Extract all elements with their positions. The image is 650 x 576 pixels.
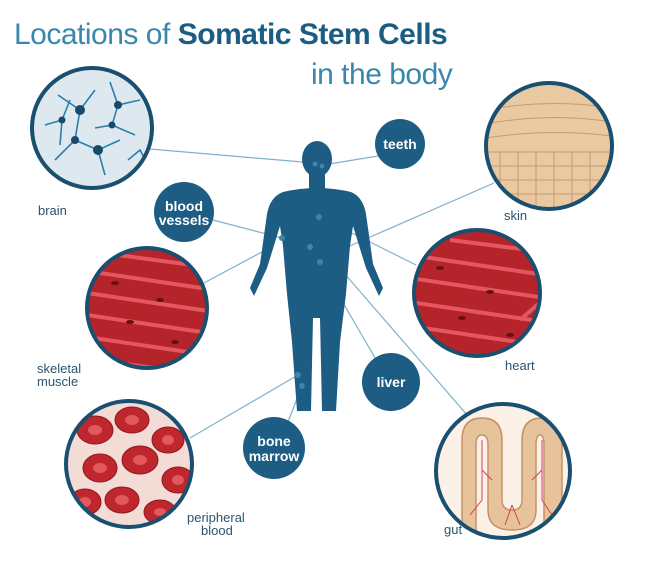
gut-connector (323, 249, 469, 417)
teeth-connector (322, 155, 379, 166)
title-suffix: in the body (311, 58, 453, 91)
bubble-label-bone-marrow-line2: marrow (248, 448, 300, 464)
label-skeletal-muscle-line2: muscle (37, 374, 79, 389)
label-peripheral-blood-line1: peripheral (187, 510, 245, 525)
bubble-label-blood-vessels-line1: blood (164, 198, 204, 214)
label-peripheral-blood-line2: blood (201, 523, 233, 538)
peripheral-blood-connector (189, 374, 299, 439)
heart-tissue-image (412, 228, 542, 358)
brain-tissue-image (30, 66, 154, 190)
bone-marrow-bubble (243, 417, 305, 479)
skin-connector (344, 182, 495, 249)
label-gut: gut (444, 522, 463, 537)
label-skeletal-muscle-line1: skeletal (37, 361, 82, 376)
bubble-label-teeth: teeth (383, 136, 417, 152)
gut-tissue-image (434, 402, 572, 540)
liver-bubble (362, 353, 420, 411)
bubble-label-liver: liver (376, 374, 406, 390)
human-silhouette (250, 141, 383, 411)
skeletal-muscle-tissue-image (85, 246, 209, 370)
skin-tissue-image (484, 81, 614, 211)
skeletal-muscle-connector (201, 245, 274, 285)
title-prefix: Locations of (14, 18, 170, 51)
label-brain: brain (38, 203, 67, 218)
organ-dots (279, 161, 325, 389)
label-heart: heart (505, 358, 535, 373)
bubble-label-bone-marrow-line1: bone (257, 433, 291, 449)
brain-connector (149, 148, 315, 164)
bubble-label-blood-vessels-line2: vessels (158, 212, 210, 228)
peripheral-blood-tissue-image (64, 399, 194, 529)
blood-vessels-bubble (154, 182, 214, 242)
title-emphasis: Somatic Stem Cells (177, 18, 448, 51)
teeth-bubble (375, 119, 425, 169)
label-skin: skin (504, 208, 528, 223)
